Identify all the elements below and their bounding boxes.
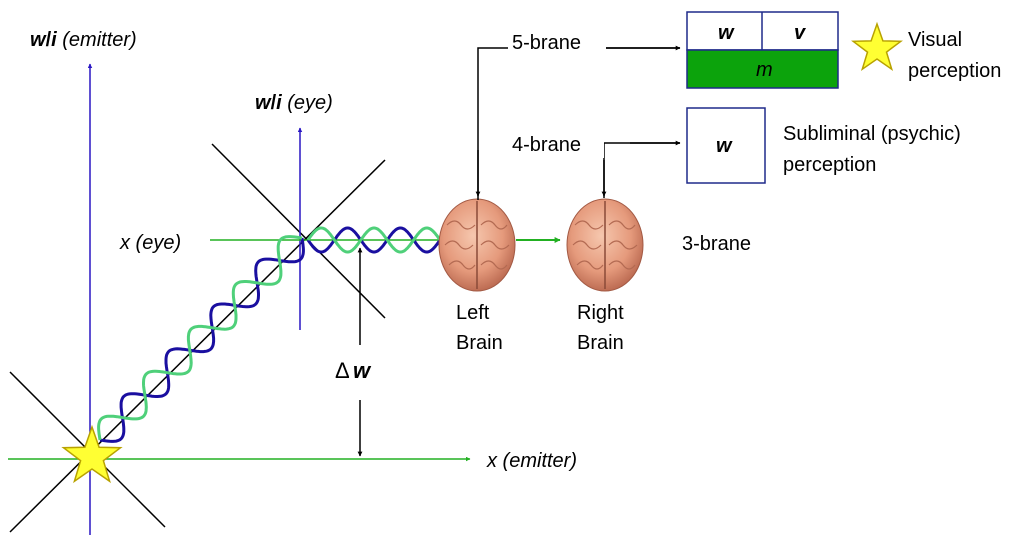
wave-blue-horizontal <box>306 226 442 254</box>
wave-green-horizontal <box>306 226 442 254</box>
visual-label-2: perception <box>908 60 1001 82</box>
box4-w: w <box>716 135 733 157</box>
brane4-label: 4-brane <box>512 134 581 156</box>
left-brain <box>438 198 516 292</box>
delta-w-label: w <box>353 358 372 383</box>
brane5-label: 5-brane <box>512 32 581 54</box>
right-brain-label-2: Brain <box>577 332 624 354</box>
w-emitter-label: w/i (emitter) <box>30 29 137 51</box>
wave-green <box>97 235 303 441</box>
delta-w-measure: Δ w <box>335 247 372 457</box>
brane5-connector <box>475 45 681 200</box>
left-brain-label-1: Left <box>456 302 490 324</box>
visual-label-1: Visual <box>908 29 962 51</box>
box5-m: m <box>756 59 773 81</box>
eye-frame <box>210 127 440 330</box>
emitter-star-icon <box>61 424 123 484</box>
right-brain-label-1: Right <box>577 302 624 324</box>
visual-star-icon <box>851 21 903 72</box>
box5-w: w <box>718 22 735 44</box>
x-emitter-label: x (emitter) <box>486 450 577 472</box>
left-brain-label-2: Brain <box>456 332 503 354</box>
x-eye-label: x (eye) <box>119 232 181 254</box>
w-eye-label: w/i (eye) <box>255 92 333 114</box>
emitter-diagonal-2 <box>9 159 386 533</box>
delta-symbol: Δ <box>335 358 350 383</box>
brane3-label: 3-brane <box>682 233 751 255</box>
eye-diagonal-1 <box>211 143 386 319</box>
box5-v: v <box>794 22 807 44</box>
right-brain <box>566 198 644 292</box>
emitter-frame <box>8 63 471 535</box>
wave-blue <box>99 237 305 443</box>
brane4-connector <box>601 140 681 198</box>
brane5-box: w v m <box>686 11 839 89</box>
brane4-box: w <box>686 107 766 184</box>
subliminal-label-2: perception <box>783 154 876 176</box>
subliminal-label-1: Subliminal (psychic) <box>783 123 961 145</box>
